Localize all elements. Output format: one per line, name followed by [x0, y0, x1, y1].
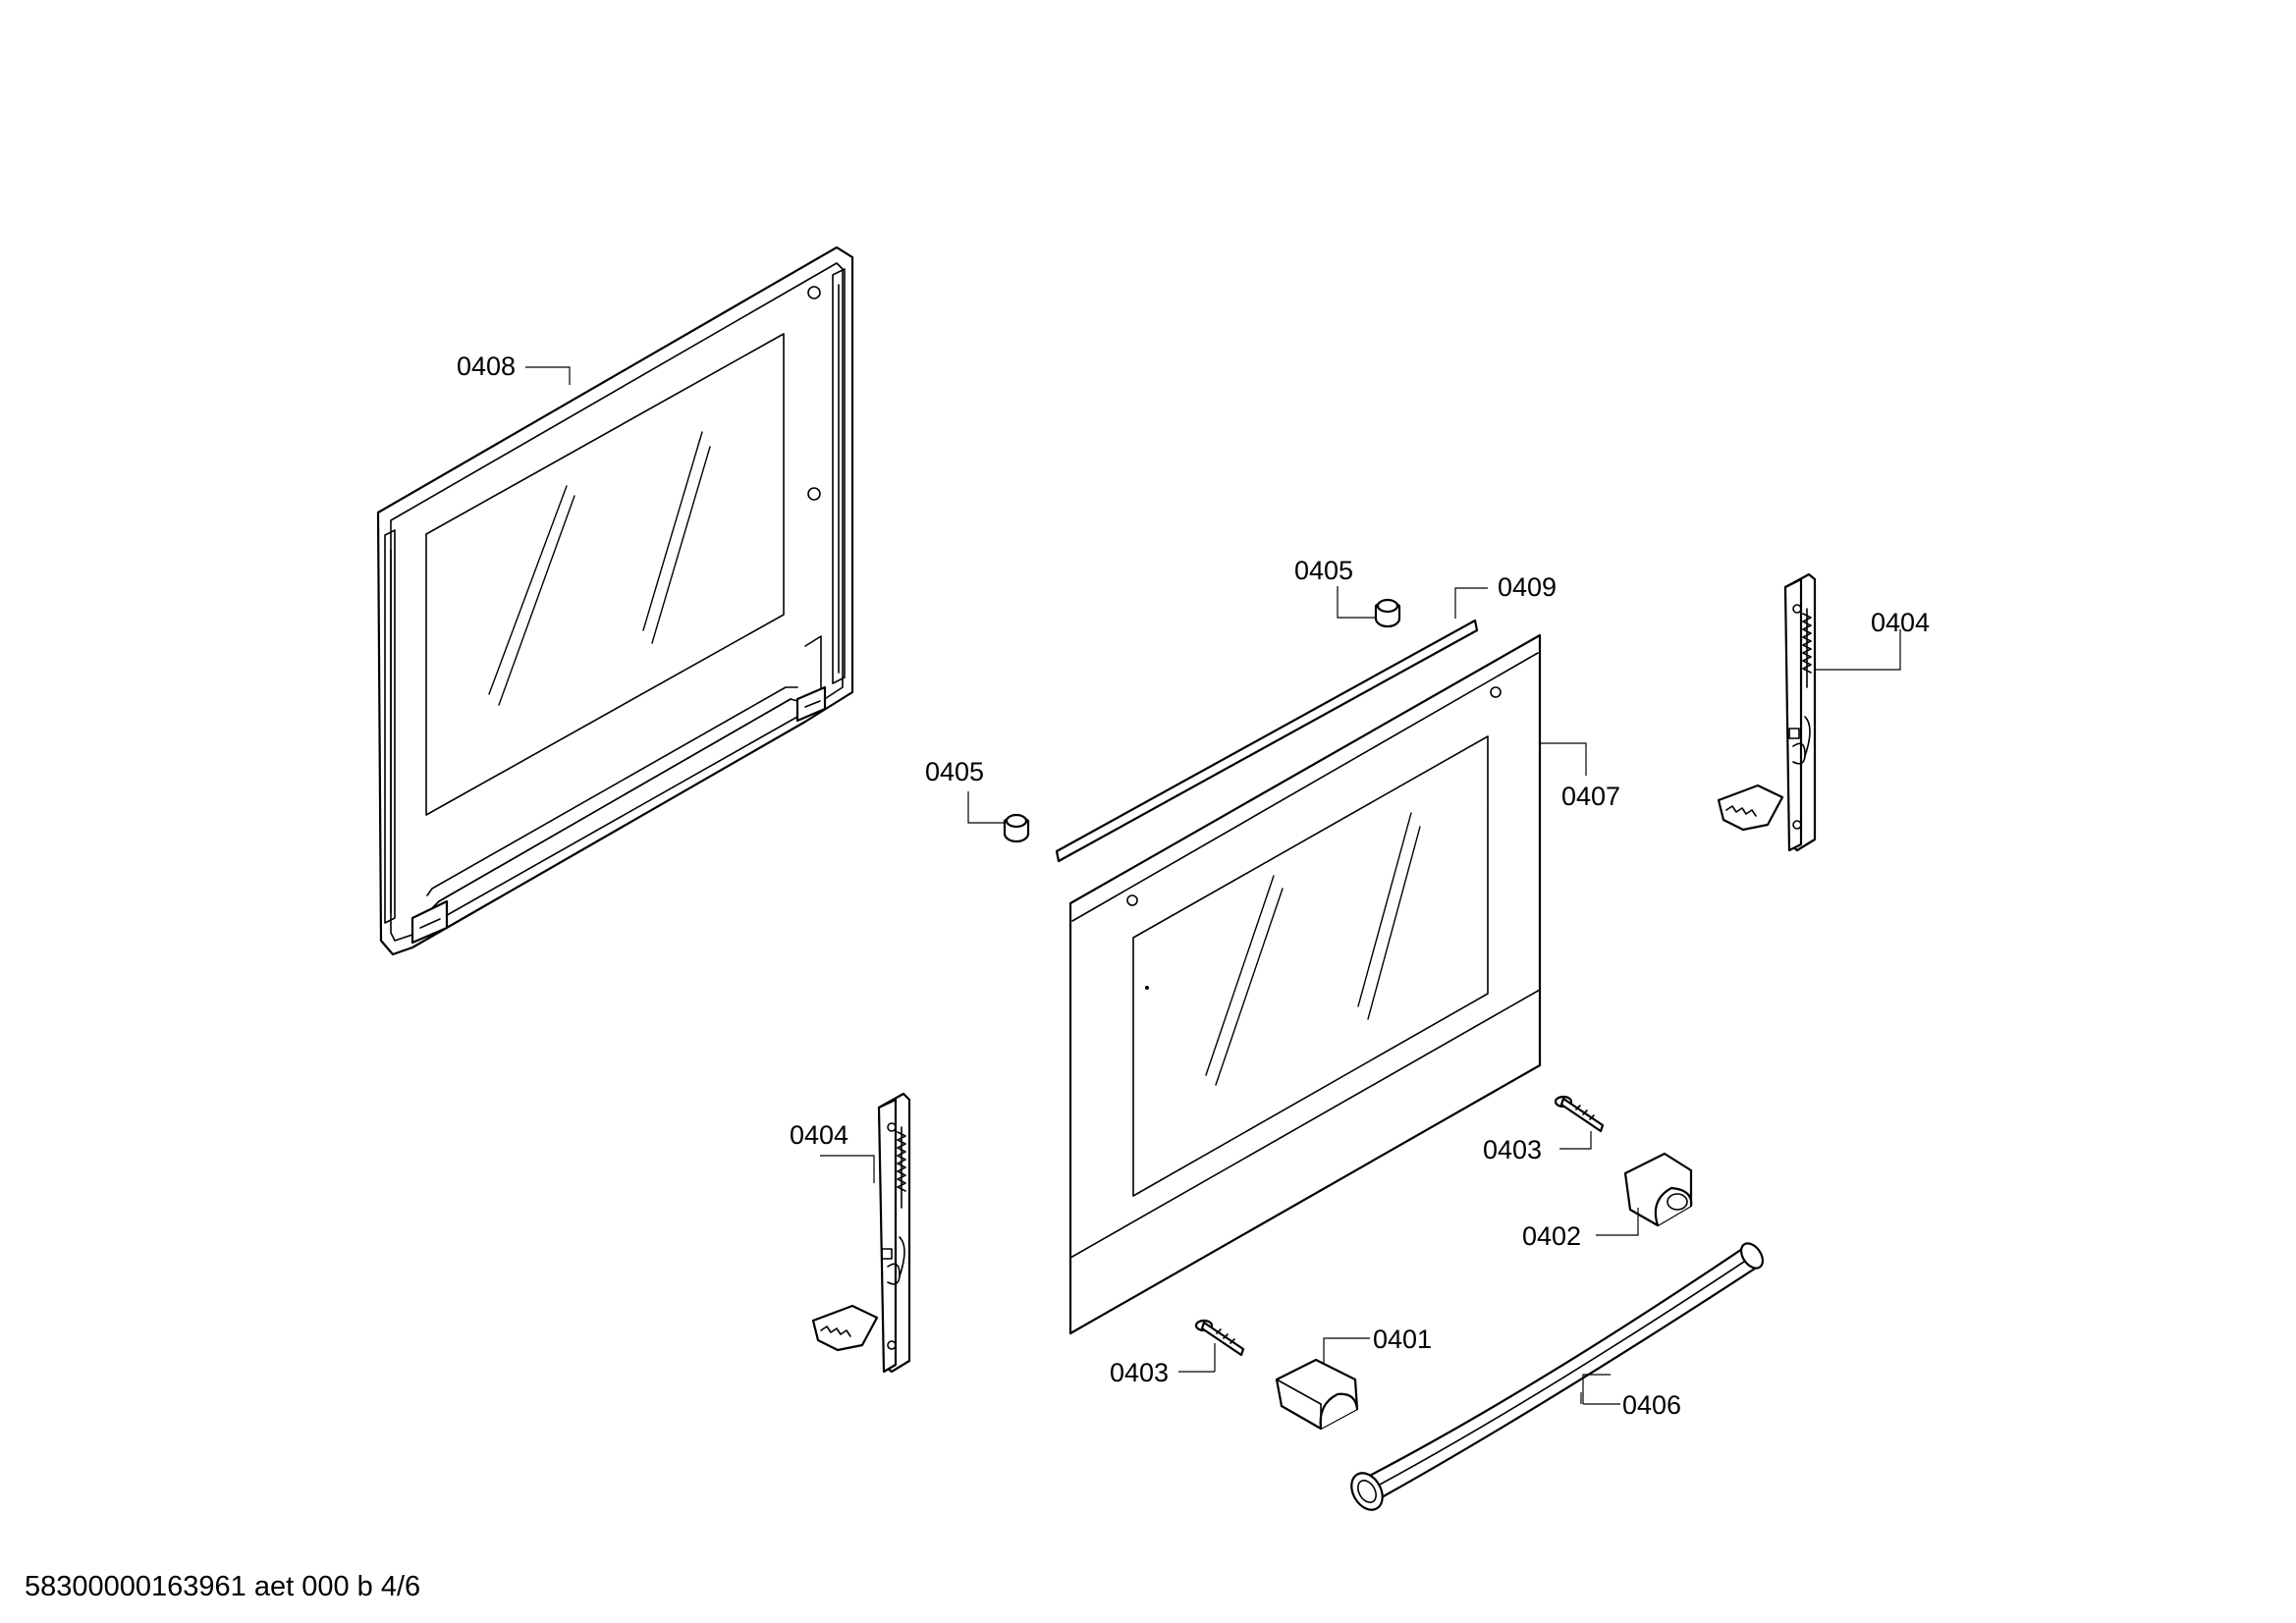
- hinge-0404-left: [811, 1092, 911, 1374]
- label-0405-top: 0405: [1294, 556, 1353, 585]
- leader-lines: [525, 366, 1901, 1405]
- document-footer: 58300000163961 aet 000 b 4/6: [25, 1571, 420, 1602]
- handle-cap-0402: [1623, 1152, 1693, 1227]
- label-0401: 0401: [1373, 1325, 1432, 1354]
- bumper-0405-top: [1374, 598, 1401, 628]
- handle-cap-0401: [1275, 1358, 1359, 1431]
- label-0404-left: 0404: [790, 1120, 848, 1150]
- label-0408: 0408: [457, 352, 516, 381]
- label-0402: 0402: [1522, 1221, 1581, 1251]
- label-0403-right: 0403: [1483, 1135, 1542, 1164]
- handle-bar-0406: [1350, 1242, 1765, 1511]
- outer-door-panel-0407: [1068, 633, 1542, 1335]
- bumper-0405-left: [1003, 813, 1030, 843]
- screw-0403-left: [1194, 1319, 1245, 1357]
- label-0406: 0406: [1622, 1390, 1681, 1420]
- screw-0403-right: [1554, 1095, 1605, 1133]
- label-0407: 0407: [1561, 782, 1620, 811]
- label-0405-left: 0405: [925, 757, 984, 786]
- label-0403-left: 0403: [1110, 1358, 1169, 1387]
- label-0409: 0409: [1498, 572, 1557, 602]
- label-0404-right: 0404: [1871, 608, 1930, 637]
- seal-strip-0409: [1055, 619, 1479, 863]
- inner-door-panel-0408: [376, 245, 854, 956]
- hinge-0404-right: [1717, 572, 1817, 852]
